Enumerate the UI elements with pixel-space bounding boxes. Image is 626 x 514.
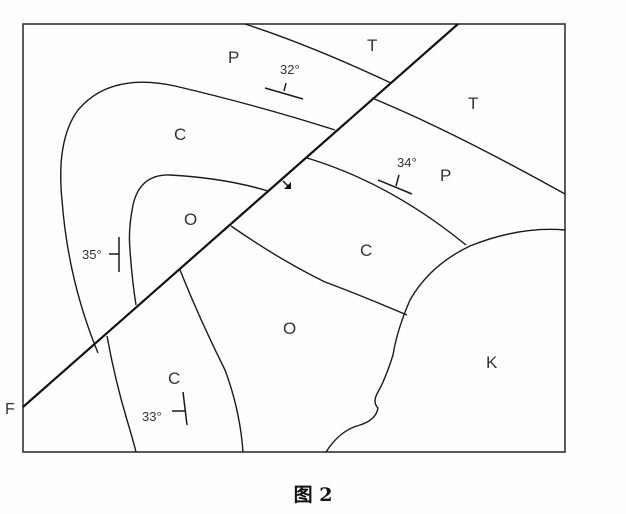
- fault-label: F: [5, 401, 15, 418]
- figure-caption: 图 2: [293, 484, 333, 506]
- unit-label-T-right: T: [468, 94, 478, 113]
- strike-dip-symbol-35: [109, 237, 120, 272]
- fault-line: [22, 23, 459, 408]
- boundary-C-O-lower: [179, 269, 244, 453]
- boundary-C-O-fold: [128, 174, 269, 306]
- fault-arrow-icon: [282, 180, 291, 189]
- boundary-K-intrusion: [325, 228, 566, 453]
- dip-value-33: 33°: [142, 409, 162, 424]
- strike-dip-symbol-32: [264, 82, 304, 100]
- boundary-O-C-lower: [106, 335, 137, 453]
- dip-value-35: 35°: [82, 247, 102, 262]
- unit-label-O-center: O: [283, 319, 296, 338]
- strike-dip-symbol-33: [172, 391, 188, 426]
- unit-label-K: K: [486, 353, 498, 372]
- unit-label-P-upper: P: [228, 48, 239, 67]
- unit-label-C-left: C: [174, 125, 186, 144]
- boundary-P-C-right: [306, 157, 467, 246]
- unit-label-C-center: C: [360, 241, 372, 260]
- boundary-T-P-upper: [244, 23, 392, 84]
- unit-label-T-upper: T: [367, 36, 377, 55]
- unit-label-O-left: O: [184, 210, 197, 229]
- boundary-P-C-fold: [60, 81, 336, 354]
- unit-label-P-right: P: [440, 166, 451, 185]
- strike-dip-symbol-34: [377, 174, 413, 195]
- dip-value-34: 34°: [397, 155, 417, 170]
- map-frame: [22, 23, 566, 453]
- dip-value-32: 32°: [280, 62, 300, 77]
- unit-label-C-lower: C: [168, 369, 180, 388]
- boundary-T-P-right: [371, 97, 566, 195]
- boundary-C-O-center: [230, 225, 408, 316]
